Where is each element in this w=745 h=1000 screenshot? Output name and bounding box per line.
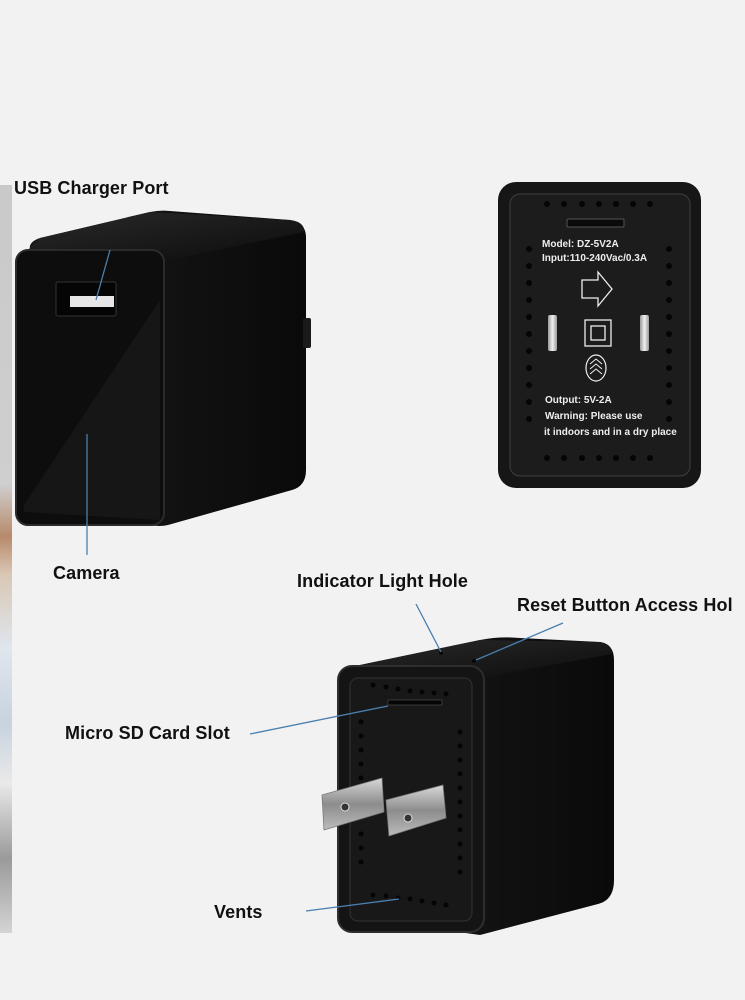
input-rating-text: Input:110-240Vac/0.3A <box>542 253 648 264</box>
label-reset-button-access-hole: Reset Button Access Hol <box>517 595 733 615</box>
charger-back-view <box>498 182 701 488</box>
label-vents: Vents <box>214 902 263 922</box>
charger-front-view <box>15 210 311 555</box>
charger-plug-view <box>249 603 614 935</box>
label-usb-charger-port: USB Charger Port <box>14 178 169 198</box>
model-text: Model: DZ-5V2A <box>542 239 619 250</box>
back-panel-spec-text: Model: DZ-5V2A Input:110-240Vac/0.3A <box>542 238 647 266</box>
label-indicator-light-hole: Indicator Light Hole <box>297 571 468 591</box>
output-rating-text: Output: 5V-2A <box>545 395 612 406</box>
warning-line-1: Warning: Please use <box>545 411 643 422</box>
label-camera: Camera <box>53 563 120 583</box>
background-photo-strip <box>0 185 12 933</box>
back-panel-output-text: Output: 5V-2A Warning: Please use it ind… <box>544 393 677 441</box>
warning-line-2: it indoors and in a dry place <box>544 427 677 438</box>
label-micro-sd-card-slot: Micro SD Card Slot <box>65 723 230 743</box>
